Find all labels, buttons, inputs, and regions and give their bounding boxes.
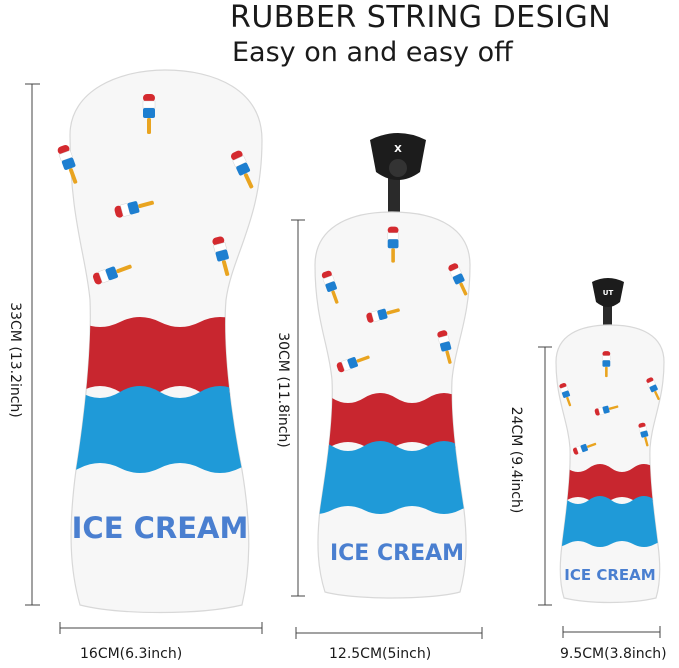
subline: Easy on and easy off bbox=[232, 37, 513, 68]
logo-ice-cream-medium: ICE CREAM bbox=[330, 541, 464, 566]
headcover-driver bbox=[56, 69, 263, 614]
height-label-driver: 33CM (13.2inch) bbox=[7, 302, 23, 418]
logo-ice-cream-large: ICE CREAM bbox=[72, 511, 249, 545]
headline: RUBBER STRING DESIGN bbox=[230, 0, 612, 35]
headcover-fairway: X bbox=[314, 133, 472, 599]
tag-label: X bbox=[394, 144, 402, 155]
width-label-fairway: 12.5CM(5inch) bbox=[329, 646, 432, 662]
height-label-hybrid: 24CM (9.4inch) bbox=[508, 406, 524, 514]
width-label-hybrid: 9.5CM(3.8inch) bbox=[560, 646, 667, 662]
headcover-hybrid: UT bbox=[555, 278, 665, 604]
logo-ice-cream-small: ICE CREAM bbox=[564, 566, 655, 584]
width-label-driver: 16CM(6.3inch) bbox=[80, 646, 183, 662]
dimension-line-icon bbox=[25, 83, 661, 639]
height-label-fairway: 30CM (11.8inch) bbox=[275, 332, 291, 448]
rubber-tag-icon: UT bbox=[592, 278, 624, 330]
rubber-tag-icon: X bbox=[370, 133, 426, 216]
tag-label: UT bbox=[603, 289, 614, 297]
